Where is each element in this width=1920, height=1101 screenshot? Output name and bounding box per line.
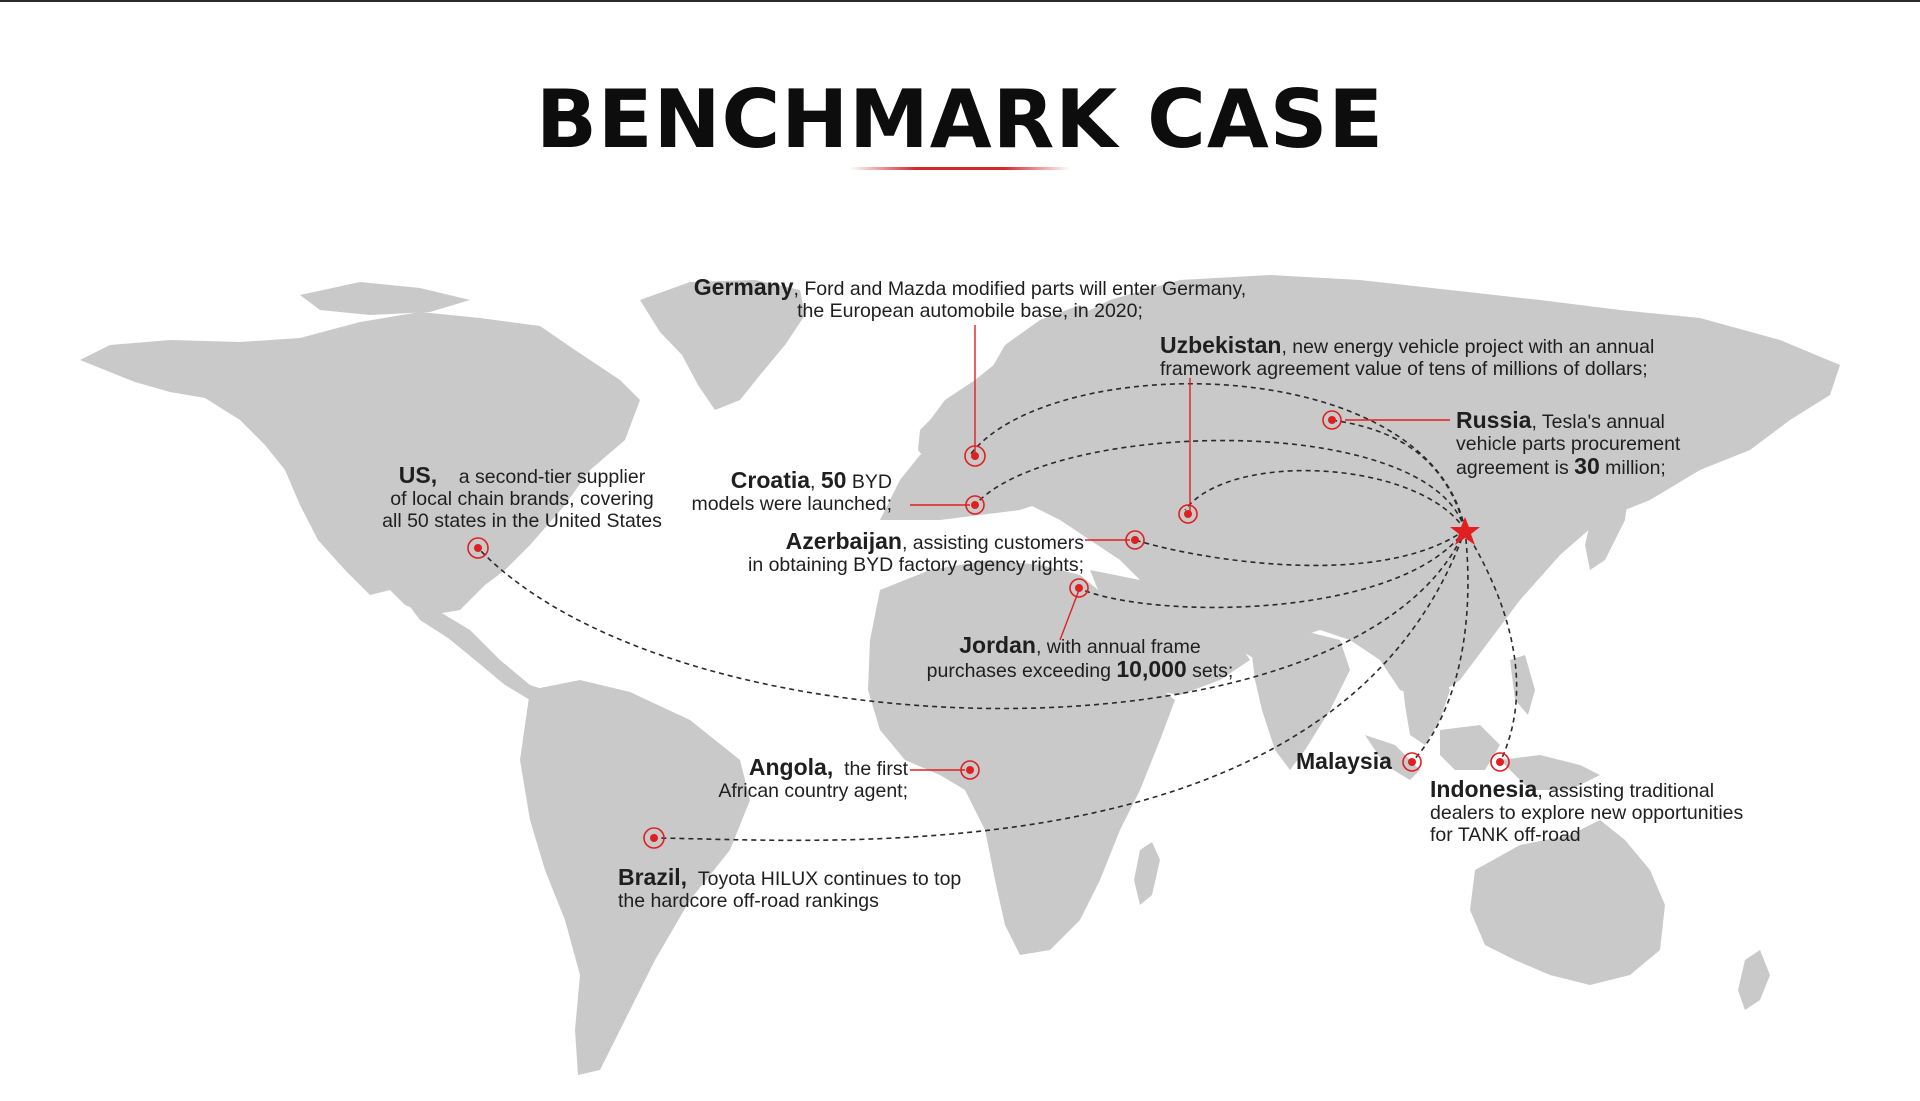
star-icon: [1450, 517, 1480, 545]
label-uzbekistan: Uzbekistan, new energy vehicle project w…: [1160, 332, 1655, 381]
label-indonesia: Indonesia, assisting traditional dealers…: [1430, 776, 1744, 847]
route-brazil: [654, 529, 1466, 842]
label-malaysia: Malaysia: [1296, 750, 1392, 774]
landmass-indonesia-east: [1500, 755, 1600, 790]
country-name-brazil: Brazil,: [618, 864, 688, 890]
leader-jordan: [1059, 589, 1080, 641]
country-name-uzbekistan: Uzbekistan: [1160, 332, 1282, 358]
landmass-india: [1250, 630, 1350, 770]
landmass-uk: [918, 410, 955, 465]
route-indonesia: [1464, 529, 1518, 763]
country-name-jordan: Jordan: [959, 632, 1036, 658]
marker-russia: [1322, 410, 1342, 430]
country-name-azerbaijan: Azerbaijan: [785, 528, 902, 554]
marker-uzbekistan: [1178, 504, 1198, 524]
country-name-germany: Germany: [693, 274, 794, 300]
leader-lines: [910, 325, 1450, 771]
location-markers: [467, 410, 1510, 849]
label-us: US, a second-tier supplier of local chai…: [382, 462, 662, 533]
label-croatia: Croatia, 50 BYD models were launched;: [691, 467, 892, 516]
marker-azerbaijan: [1125, 530, 1145, 550]
marker-angola: [960, 760, 980, 780]
landmass-greenland: [640, 280, 805, 410]
route-malaysia: [1411, 529, 1469, 763]
routes: [477, 383, 1518, 842]
title-underline: [850, 167, 1070, 170]
label-jordan: Jordan, with annual frame purchases exce…: [926, 632, 1234, 683]
landmass-new-zealand: [1738, 950, 1770, 1010]
landmass-arctic-islands: [300, 282, 470, 315]
landmass-scandinavia: [985, 305, 1100, 410]
country-name-malaysia: Malaysia: [1296, 748, 1392, 774]
marker-malaysia: [1402, 752, 1422, 772]
landmass-north-america: [80, 312, 640, 615]
landmass-australia: [1470, 820, 1665, 985]
page-title: BENCHMARK CASE: [535, 73, 1385, 166]
route-croatia: [974, 439, 1466, 531]
marker-croatia: [965, 495, 985, 515]
country-name-us: US,: [398, 462, 438, 488]
top-border: [0, 0, 1920, 2]
label-angola: Angola, the first African country agent;: [718, 754, 908, 803]
route-azerbaijan: [1134, 529, 1466, 567]
marker-germany: [964, 445, 986, 467]
label-azerbaijan: Azerbaijan, assisting customers in obtai…: [747, 528, 1084, 577]
landmass-borneo: [1440, 725, 1500, 770]
marker-us: [467, 537, 489, 559]
route-uzbekistan: [1184, 469, 1466, 531]
landmass-japan: [1585, 460, 1630, 570]
route-russia: [1329, 419, 1466, 531]
landmass-asia: [1030, 275, 1840, 700]
country-name-croatia: Croatia: [730, 467, 811, 493]
marker-brazil: [643, 827, 665, 849]
label-russia: Russia, Tesla's annual vehicle parts pro…: [1456, 407, 1681, 480]
label-brazil: Brazil, Toyota HILUX continues to top th…: [618, 864, 962, 913]
route-jordan: [1077, 529, 1466, 609]
landmass-africa: [868, 560, 1175, 955]
landmass-central-america: [405, 600, 545, 700]
landmass-philippines: [1510, 655, 1535, 715]
country-name-indonesia: Indonesia: [1430, 776, 1538, 802]
label-germany: Germany, Ford and Mazda modified parts w…: [693, 274, 1247, 323]
marker-indonesia: [1490, 752, 1510, 772]
country-name-angola: Angola,: [748, 754, 834, 780]
marker-jordan: [1069, 578, 1089, 598]
landmass-madagascar: [1134, 842, 1160, 905]
route-us: [477, 529, 1466, 710]
country-name-russia: Russia: [1456, 407, 1532, 433]
landmass-south-america: [520, 680, 750, 1075]
